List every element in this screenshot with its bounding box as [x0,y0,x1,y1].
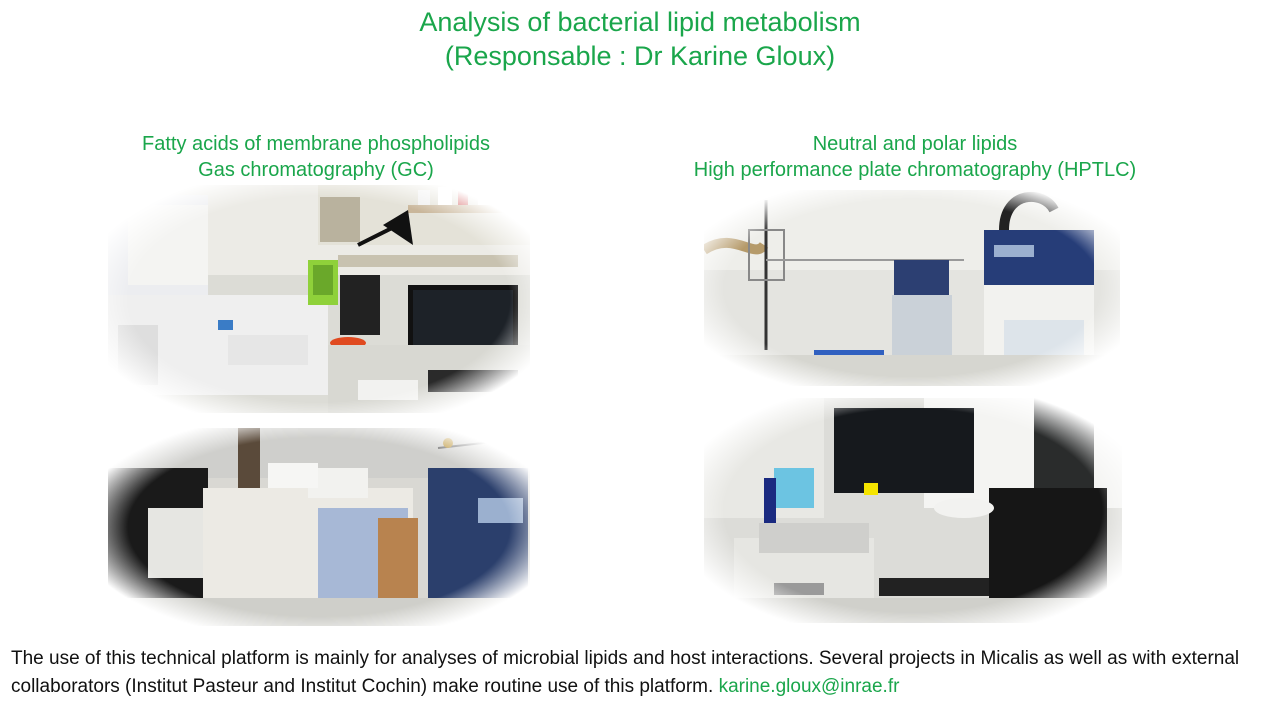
gc-section-heading: Fatty acids of membrane phospholipids Ga… [110,131,522,183]
description-paragraph: The use of this technical platform is ma… [11,645,1273,701]
gc-lab-photo-2 [108,428,530,626]
gc-heading-line1: Fatty acids of membrane phospholipids [142,133,490,155]
gc-heading-line2: Gas chromatography (GC) [198,159,434,181]
hptlc-heading-line2: High performance plate chromatography (H… [693,159,1137,181]
page-title: Analysis of bacterial lipid metabolism [419,7,861,37]
contact-email[interactable]: karine.gloux@inrae.fr [718,676,900,697]
hptlc-heading-line1: Neutral and polar lipids [812,133,1018,155]
description-text: The use of this technical platform is ma… [11,648,1240,697]
page-title-block: Analysis of bacterial lipid metabolism (… [0,5,1280,73]
hptlc-lab-photo-2 [704,398,1122,623]
gc-lab-photo-1 [108,185,530,413]
page-subtitle: (Responsable : Dr Karine Gloux) [444,41,836,71]
hptlc-section-heading: Neutral and polar lipids High performanc… [650,131,1180,183]
hptlc-lab-photo-1 [704,190,1120,386]
